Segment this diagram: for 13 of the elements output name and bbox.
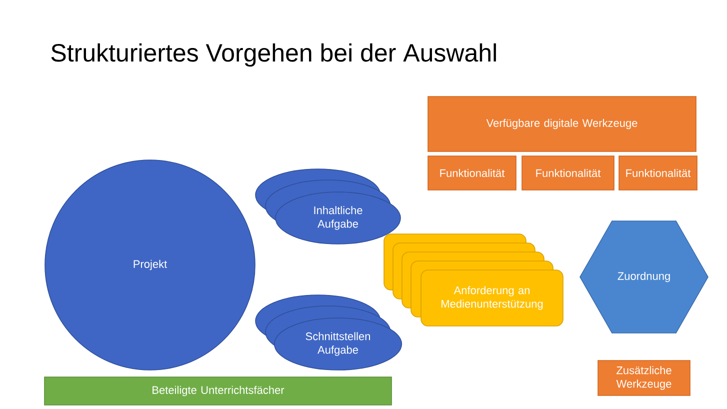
stacked-cards: Anforderung an Medienunterstützung <box>384 234 564 326</box>
subjects-bar: Beteiligte Unterrichtsfächer <box>44 376 392 406</box>
function-box: Funktionalität <box>428 156 516 190</box>
assignment-hexagon: Zuordnung <box>580 220 708 334</box>
stacked-ellipses: Inhaltliche Aufgabe <box>255 168 401 244</box>
stacked-ellipses: Schnittstellen Aufgabe <box>255 294 402 370</box>
node-label: Aufgabe <box>318 220 358 230</box>
function-box: Funktionalität <box>618 156 698 190</box>
title: Strukturiertes Vorgehen bei der Auswahl <box>51 43 496 67</box>
node-label: Medienunterstützung <box>442 300 543 310</box>
tools-box: Verfügbare digitale Werkzeuge <box>428 96 696 152</box>
extra-tools-box: Zusätzliche Werkzeuge <box>598 360 690 396</box>
function-box: Funktionalität <box>522 156 614 190</box>
